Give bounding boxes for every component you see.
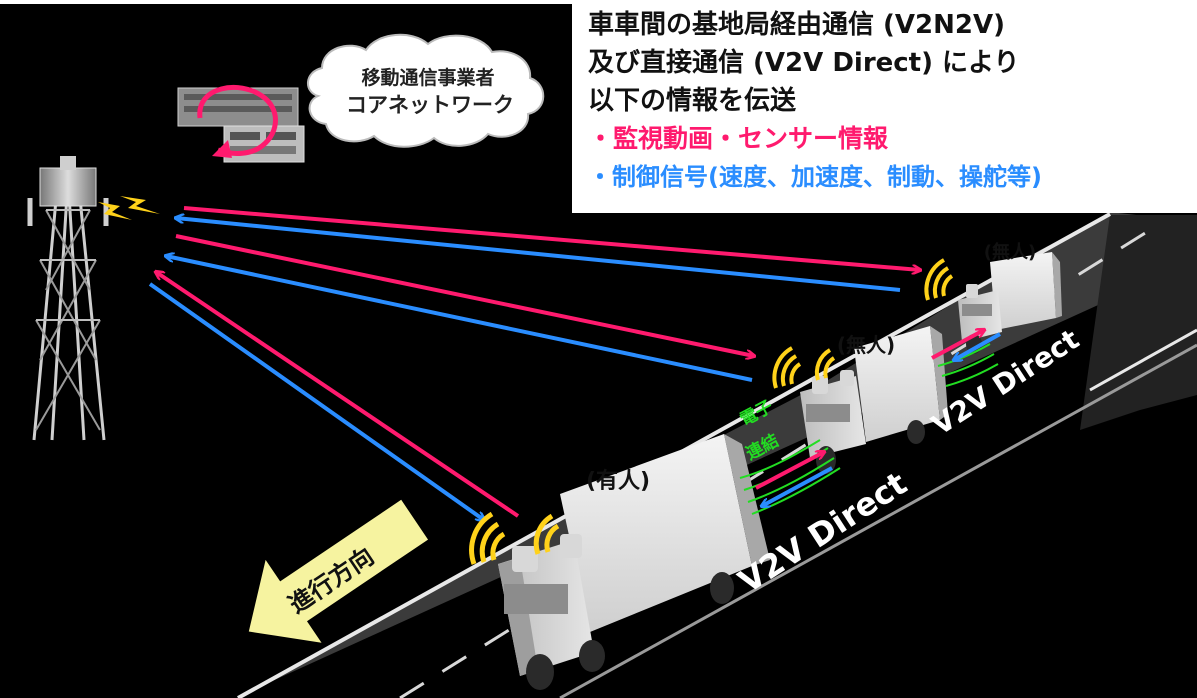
truck-unmanned-far-label: (無人) (984, 241, 1036, 263)
info-line-1: 車車間の基地局経由通信 (V2N2V) (588, 10, 1006, 40)
info-box: 車車間の基地局経由通信 (V2N2V) 及び直接通信 (V2V Direct) … (572, 0, 1197, 213)
truck-manned-front (498, 434, 770, 690)
core-loop-arrow (197, 84, 278, 156)
v2n2v-arrows (148, 206, 920, 520)
direction-arrow (248, 499, 429, 643)
info-line-2: 及び直接通信 (V2V Direct) により (588, 48, 1020, 78)
core-network-label-line2: コアネットワーク (346, 93, 514, 117)
base-station-tower (27, 156, 109, 441)
core-network-label-line1: 移動通信事業者 (361, 66, 494, 89)
info-bullet-control: ・制御信号(速度、加速度、制動、操舵等) (588, 163, 1042, 191)
truck-unmanned-mid (800, 326, 948, 474)
truck-unmanned-mid-label: (無人) (837, 333, 895, 357)
signal-lightning-icon (98, 196, 160, 220)
signal-waves-mid (772, 346, 836, 389)
signal-waves-far (924, 258, 954, 301)
truck-manned-label: (有人) (586, 468, 650, 494)
signal-waves-front (469, 511, 560, 565)
core-loop-arrowhead (212, 140, 232, 158)
core-network-cloud (307, 33, 545, 148)
info-bullet-monitoring: ・監視動画・センサー情報 (588, 124, 889, 153)
v2v-arrows (755, 330, 1001, 506)
info-line-3: 以下の情報を伝送 (588, 86, 797, 116)
